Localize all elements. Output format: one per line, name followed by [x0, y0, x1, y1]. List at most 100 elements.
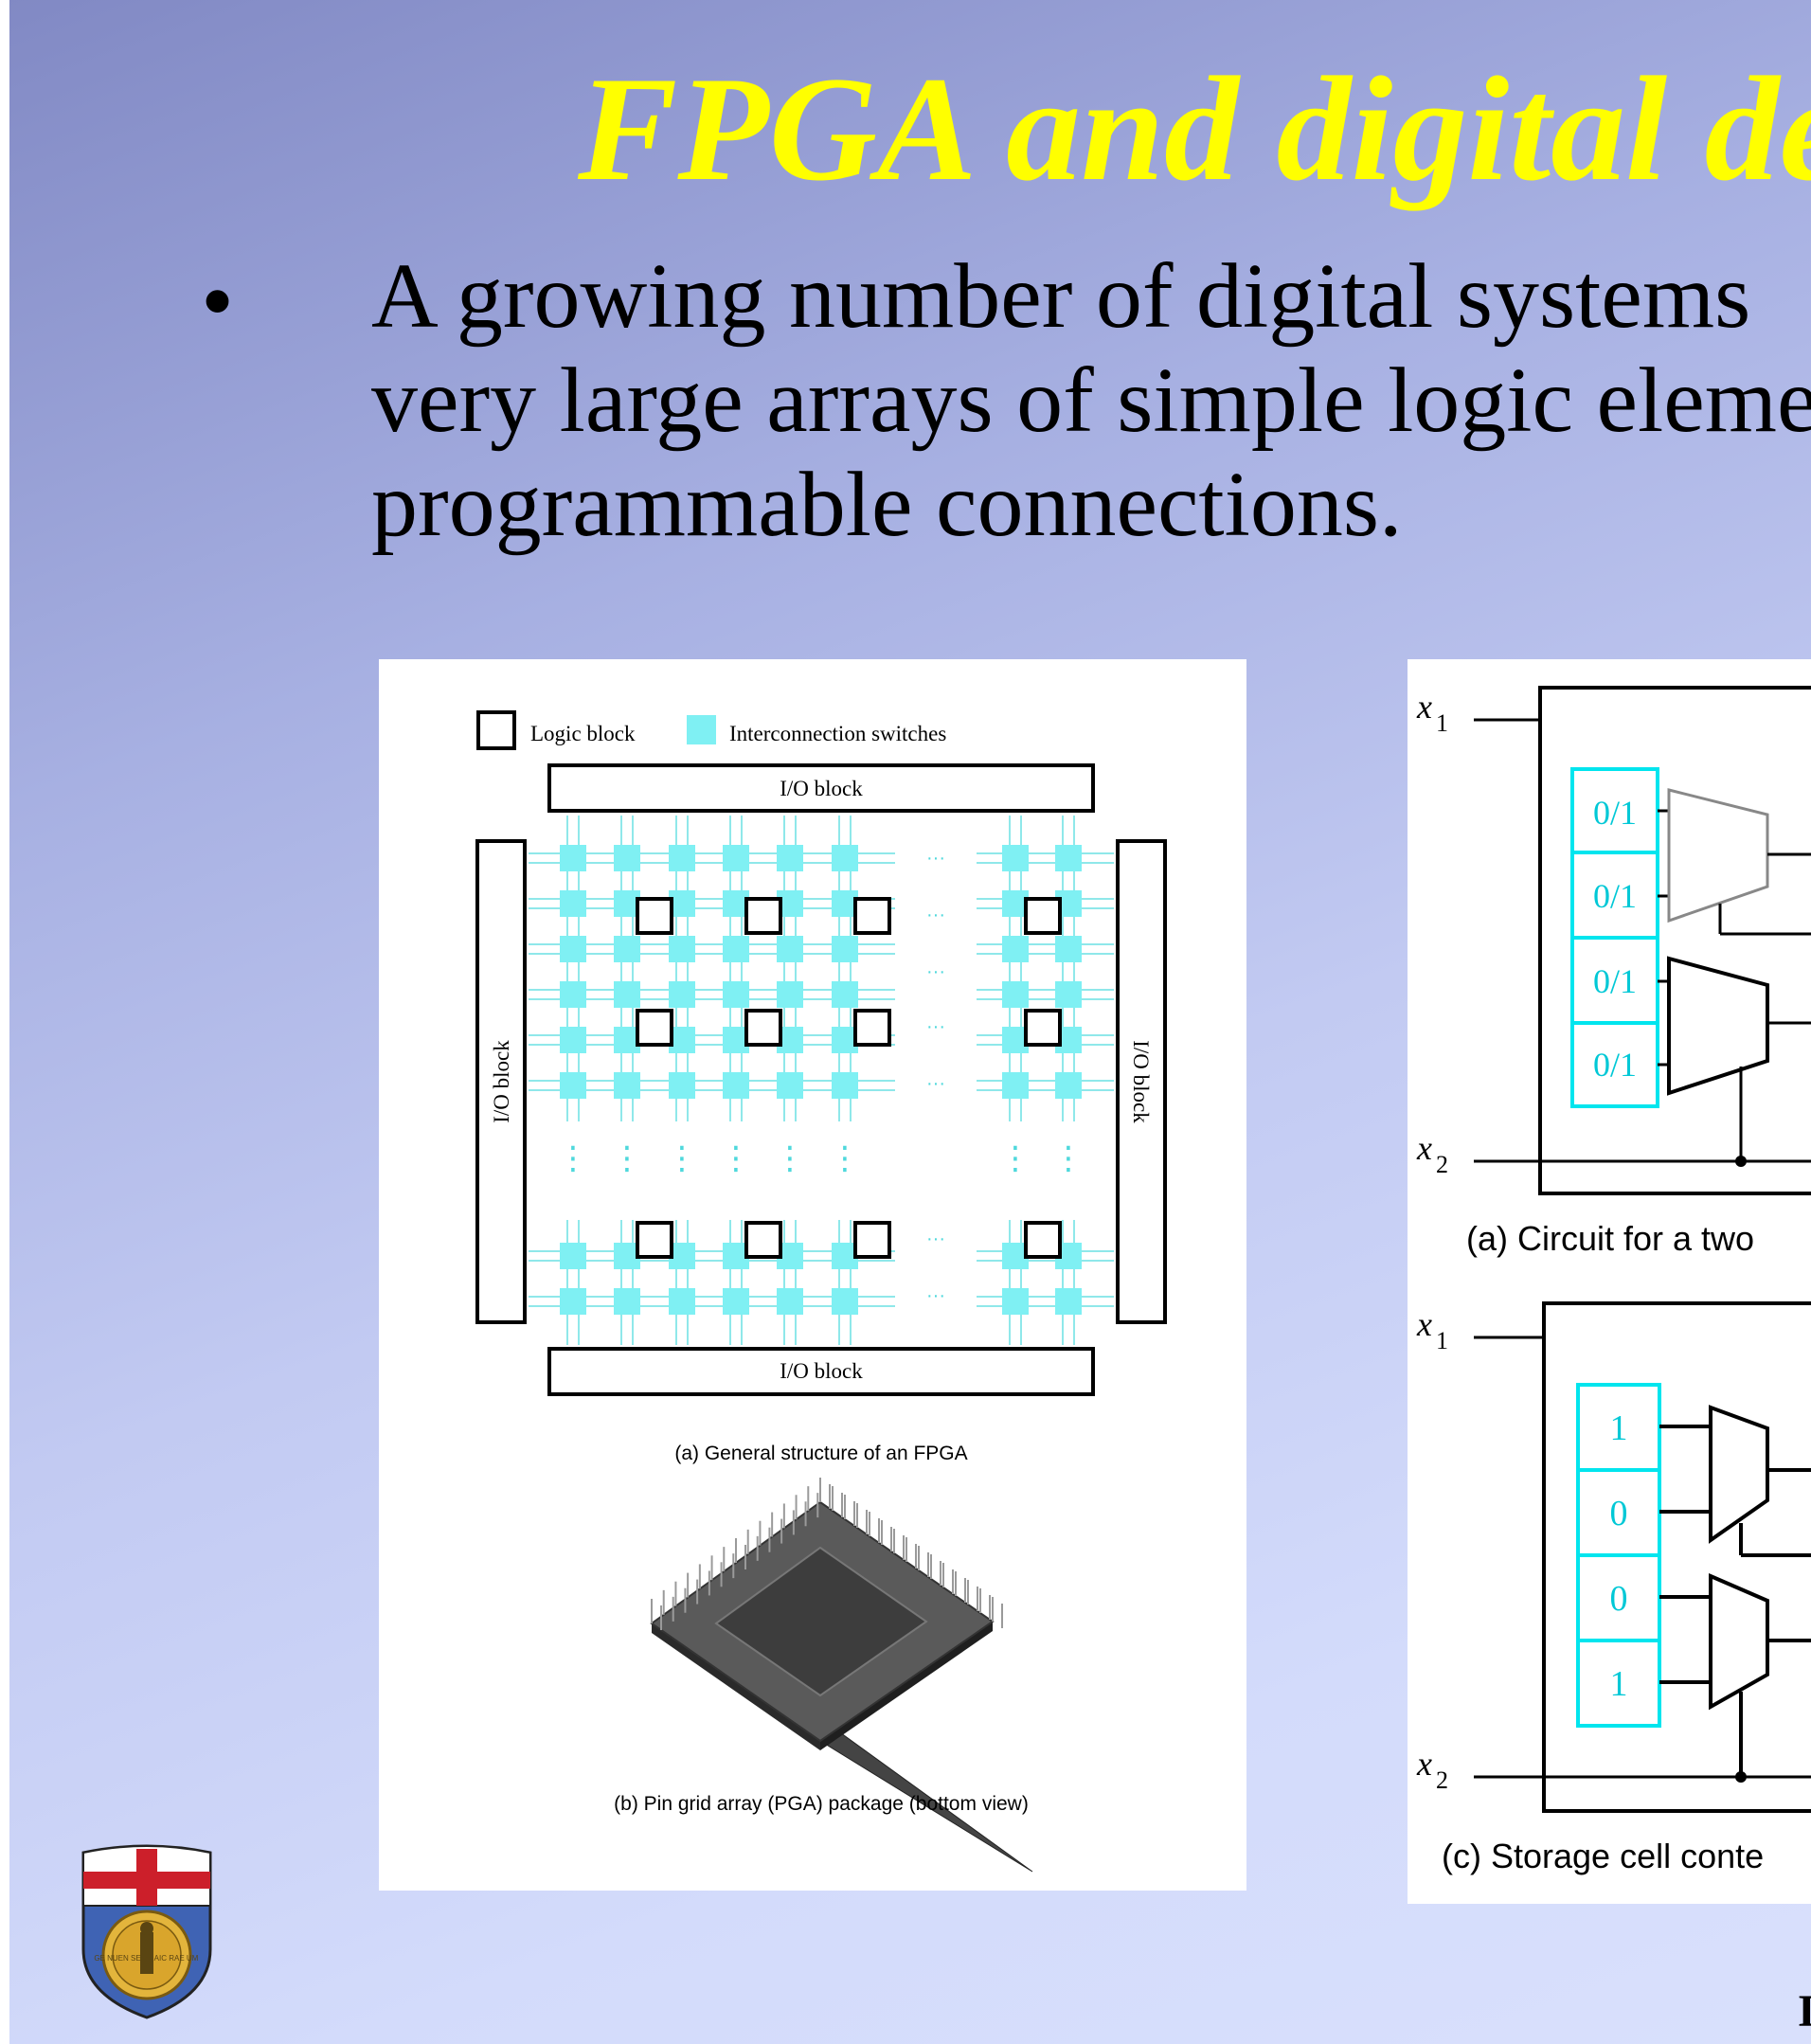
interconnect-grid: ·····················⋮⋮⋮⋮⋮⋮⋮⋮ — [529, 816, 1116, 1346]
io-block-right-label: I/O block — [1129, 1040, 1153, 1123]
io-block-bottom — [547, 1347, 1095, 1396]
legend-switch-label: Interconnection switches — [729, 722, 946, 745]
interconnection-switch — [560, 1072, 586, 1099]
interconnection-switch — [777, 845, 803, 871]
lut-c-frame — [1542, 1301, 1811, 1813]
interconnection-switch — [614, 936, 640, 962]
slide-title: FPGA and digital des — [578, 46, 1811, 212]
cell-c-2: 0 — [1610, 1579, 1628, 1619]
logic-block — [744, 1221, 782, 1259]
ellipsis-vertical: ⋮ — [1052, 1139, 1085, 1177]
storage-cells-c: 1 0 0 1 — [1576, 1383, 1661, 1728]
interconnection-switch — [1002, 936, 1029, 962]
pga-pins — [651, 1478, 1003, 1630]
caption-circuit-two: (a) Circuit for a two — [1466, 1219, 1754, 1258]
io-block-top — [547, 763, 1095, 813]
interconnection-switch — [723, 981, 749, 1008]
lut-circuit-diagram: x 1 x 2 0/1 0/1 0/1 0/1 — [1416, 686, 1811, 1875]
interconnection-switch — [832, 1072, 858, 1099]
logic-block — [636, 1009, 673, 1047]
cell-a-3: 0/1 — [1593, 1046, 1637, 1084]
interconnection-switch — [832, 981, 858, 1008]
io-block-top-label: I/O block — [780, 777, 863, 800]
bullet-line-1: A growing number of digital systems — [371, 245, 1751, 348]
logic-block — [1024, 1221, 1062, 1259]
interconnection-switch — [777, 1072, 803, 1099]
interconnection-switch — [723, 936, 749, 962]
cell-a-1: 0/1 — [1593, 877, 1637, 915]
interconnection-switch — [723, 845, 749, 871]
interconnection-switch — [669, 981, 695, 1008]
interconnection-switch — [669, 1072, 695, 1099]
interconnection-switch — [723, 1072, 749, 1099]
interconnection-switch — [669, 845, 695, 871]
interconnection-switch — [1002, 1072, 1029, 1099]
x2-label-a: x — [1416, 1129, 1432, 1167]
interconnection-switch — [1002, 1288, 1029, 1315]
interconnection-switch — [560, 936, 586, 962]
fpga-structure-figure: Logic block Interconnection switches I/O… — [379, 659, 1246, 1891]
logic-block — [853, 897, 891, 935]
legend-logic-block-swatch — [476, 710, 516, 750]
logic-block — [853, 1009, 891, 1047]
cell-c-0: 1 — [1610, 1408, 1628, 1448]
ellipsis-vertical: ⋮ — [720, 1139, 752, 1177]
io-block-bottom-label: I/O block — [780, 1359, 863, 1383]
storage-cells-a: 0/1 0/1 0/1 0/1 — [1570, 767, 1659, 1108]
io-block-left-label: I/O block — [490, 1040, 513, 1123]
bullet-line-3: programmable connections. — [371, 454, 1403, 556]
interconnection-switch — [1055, 845, 1082, 871]
routing-gap-mask — [529, 1121, 1116, 1220]
ellipsis-horizontal: ··· — [926, 848, 945, 869]
ellipsis-vertical: ⋮ — [829, 1139, 861, 1177]
logic-block — [1024, 1009, 1062, 1047]
interconnection-switch — [1002, 981, 1029, 1008]
interconnection-switch — [1055, 1288, 1082, 1315]
x2-sub-c: 2 — [1436, 1766, 1448, 1794]
fpga-structure-diagram: Logic block Interconnection switches I/O… — [475, 710, 1167, 1873]
crest-inscription-right: AIC RAE UM — [154, 1954, 199, 1963]
logic-block — [636, 897, 673, 935]
interconnection-switch — [560, 1288, 586, 1315]
multiplexers-c — [1659, 1405, 1811, 1777]
x1-label-a: x — [1416, 688, 1432, 726]
ellipsis-horizontal: ··· — [926, 961, 945, 982]
io-block-right — [1116, 839, 1167, 1324]
interconnection-switch — [560, 981, 586, 1008]
ellipsis-vertical: ⋮ — [774, 1139, 806, 1177]
logic-block — [744, 897, 782, 935]
junction-dot-c — [1735, 1771, 1747, 1783]
interconnection-switch — [777, 981, 803, 1008]
bullet-marker: • — [201, 248, 235, 353]
interconnection-switch — [560, 1027, 586, 1053]
interconnection-switch — [777, 1288, 803, 1315]
caption-storage-cell: (c) Storage cell conte — [1442, 1837, 1764, 1875]
interconnection-switch — [560, 845, 586, 871]
cell-c-1: 0 — [1610, 1494, 1628, 1533]
multiplexers-a — [1658, 788, 1811, 1161]
ellipsis-horizontal: ··· — [926, 1073, 945, 1094]
interconnection-switch — [832, 845, 858, 871]
interconnection-switch — [614, 845, 640, 871]
interconnection-switch — [832, 936, 858, 962]
interconnection-switch — [614, 1288, 640, 1315]
ellipsis-vertical: ⋮ — [999, 1139, 1031, 1177]
interconnection-switch — [669, 1288, 695, 1315]
x1-label-c: x — [1416, 1305, 1432, 1343]
interconnection-switch — [832, 1288, 858, 1315]
ellipsis-vertical: ⋮ — [557, 1139, 589, 1177]
x2-sub-a: 2 — [1436, 1151, 1448, 1178]
ellipsis-vertical: ⋮ — [611, 1139, 643, 1177]
junction-dot-a — [1735, 1156, 1747, 1167]
university-crest-icon: GE NUEN SE AIC RAE UM — [80, 1843, 214, 2019]
cell-c-3: 1 — [1610, 1664, 1628, 1704]
cell-a-2: 0/1 — [1593, 962, 1637, 1000]
logic-block — [853, 1221, 891, 1259]
interconnection-switch — [1002, 845, 1029, 871]
logic-block — [744, 1009, 782, 1047]
io-block-left — [475, 839, 527, 1324]
pga-package-illustration — [650, 1478, 1033, 1873]
interconnection-switch — [777, 936, 803, 962]
x2-label-c: x — [1416, 1745, 1432, 1783]
caption-pga-package: (b) Pin grid array (PGA) package (bottom… — [614, 1793, 1029, 1815]
